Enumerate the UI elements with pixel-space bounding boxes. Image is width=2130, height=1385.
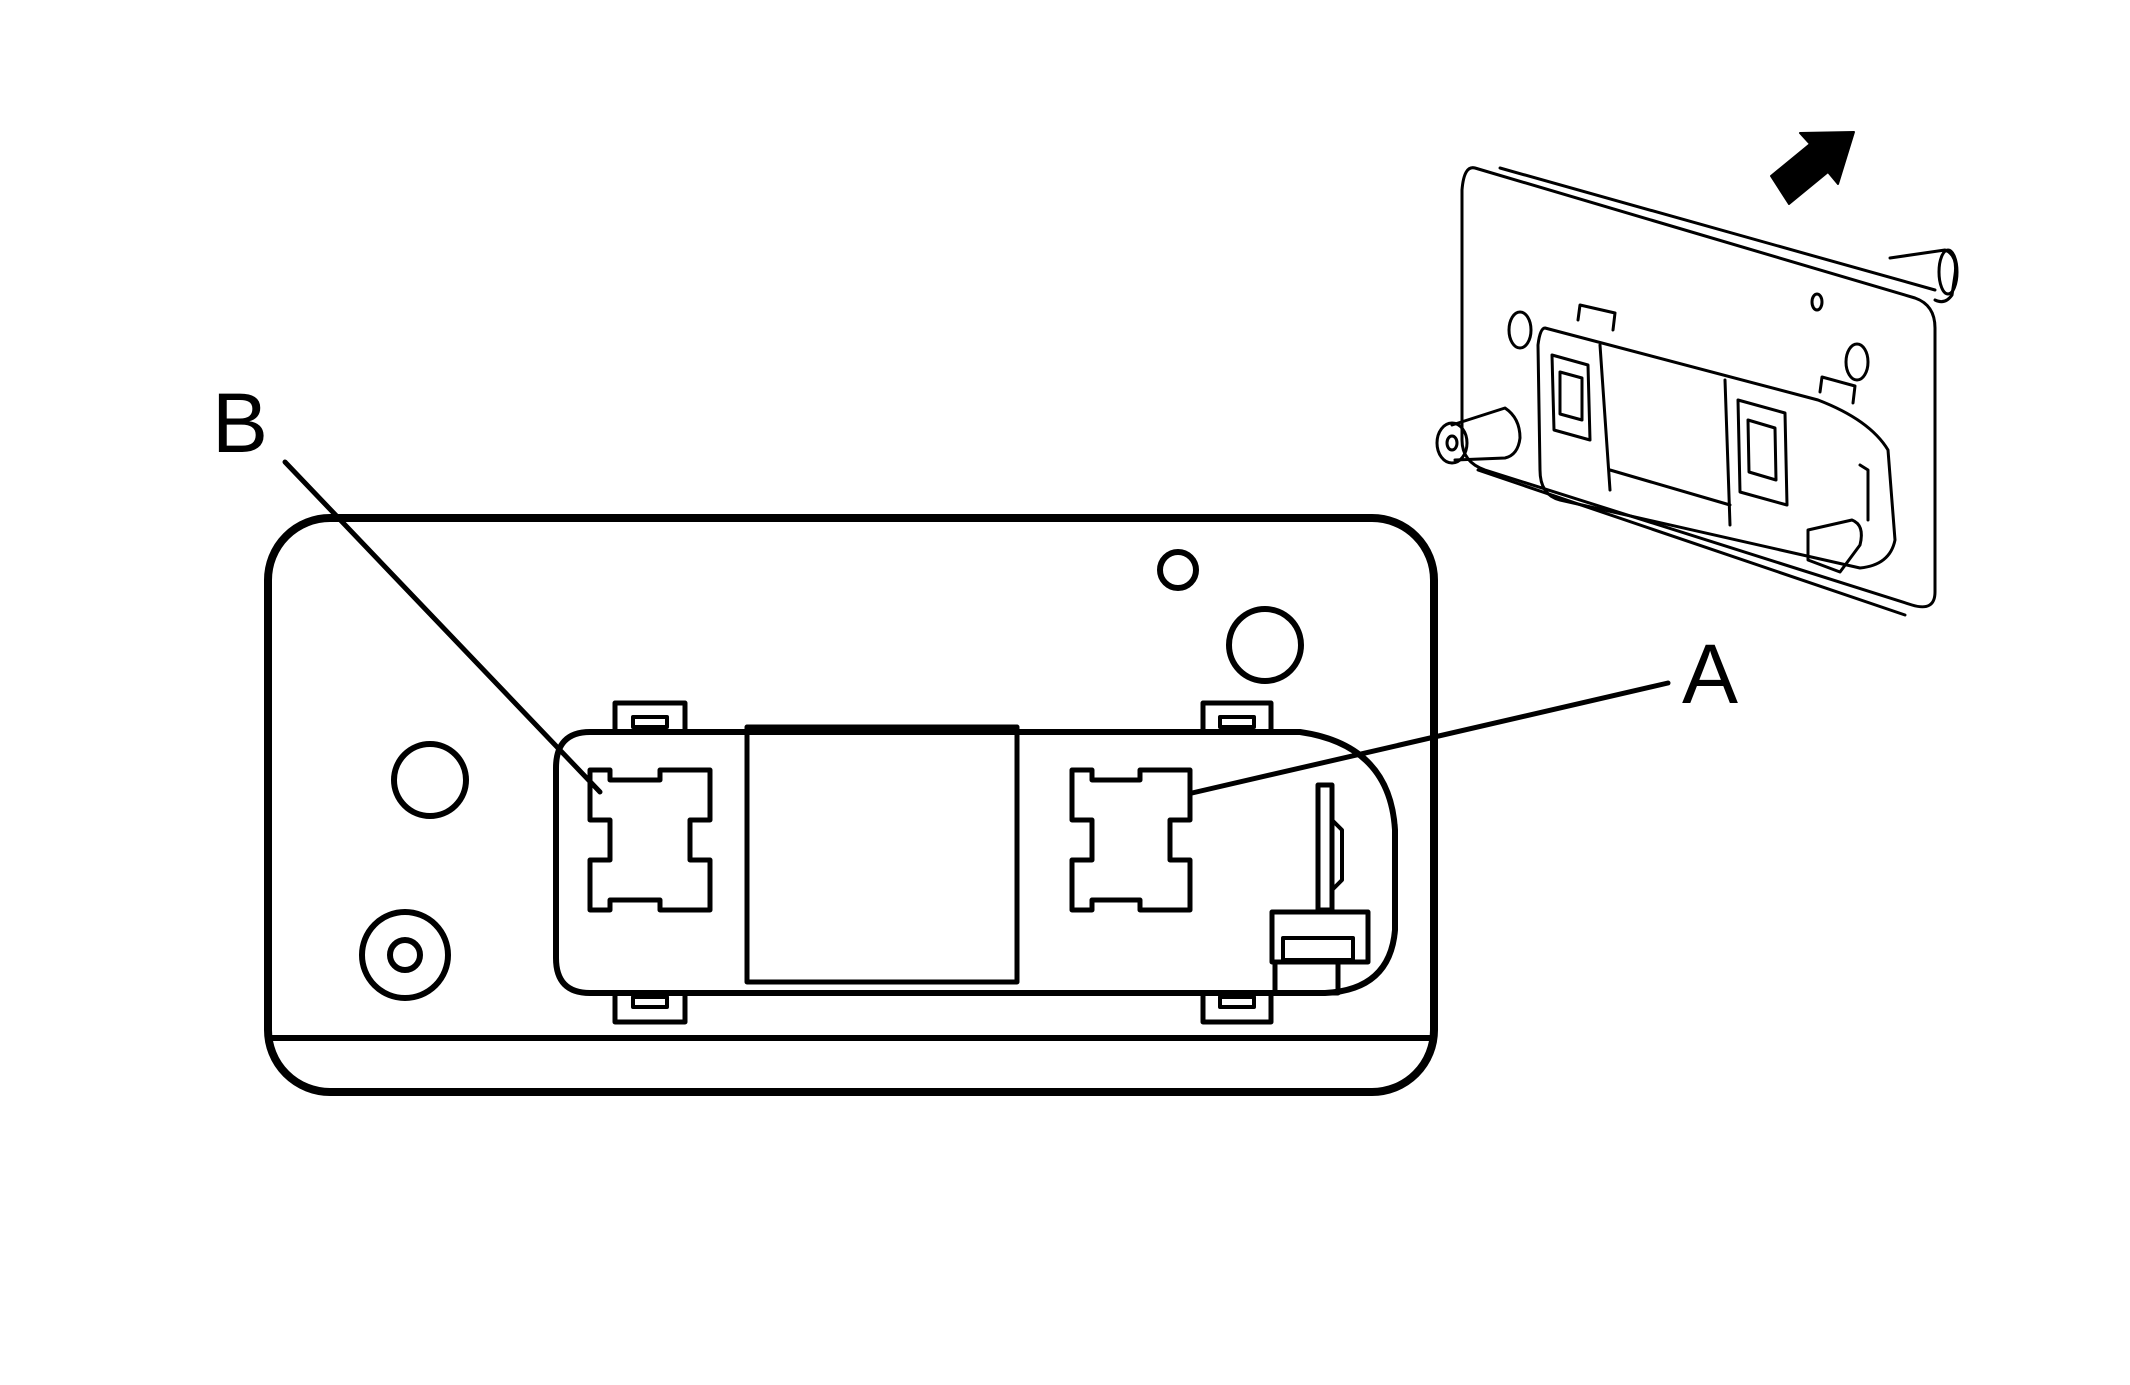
main-view: B A — [212, 376, 1738, 1096]
inset-view — [1435, 166, 1959, 617]
inset-front-stud — [1450, 406, 1522, 462]
inset-front-stud-end — [1435, 421, 1469, 465]
mounting-plate — [264, 514, 1438, 1096]
inset-hole-right — [1844, 342, 1870, 382]
direction-arrow-icon — [1770, 131, 1855, 205]
callout-b-leader — [282, 459, 603, 795]
inset-hole-small — [1810, 292, 1824, 312]
tab-bottom-right-slot — [1218, 995, 1256, 1009]
tab-top-right-slot — [1218, 715, 1256, 729]
mounting-hole-right — [1226, 606, 1304, 684]
stud-outer — [359, 909, 451, 1001]
tab-top-left — [612, 700, 688, 735]
inset-rear-post — [1888, 248, 1957, 304]
inset-front-stud-hole — [1445, 434, 1459, 452]
tab-top-left-slot — [631, 715, 669, 729]
inset-latch — [1806, 518, 1863, 574]
inset-housing-channel — [1598, 343, 1732, 527]
socket-b — [587, 767, 713, 913]
latch-bar — [1315, 782, 1335, 913]
inset-socket-a — [1736, 398, 1789, 507]
tab-top-right — [1200, 700, 1274, 735]
tab-bottom-right — [1200, 990, 1274, 1025]
small-hole — [1157, 549, 1199, 591]
callout-a-leader — [1189, 680, 1671, 796]
inset-tab-top-left — [1576, 303, 1617, 332]
inset-housing — [1536, 326, 1897, 570]
inset-hole-left — [1507, 310, 1533, 350]
inset-socket-b — [1550, 353, 1592, 442]
tab-bottom-left-slot — [631, 995, 669, 1009]
inset-rear-post-end — [1937, 248, 1959, 296]
inset-tab-top-right — [1818, 375, 1857, 405]
callout-a-label: A — [1682, 627, 1738, 721]
latch-clip — [1330, 818, 1344, 892]
latch-base — [1272, 959, 1341, 996]
stud-inner — [387, 937, 423, 973]
mounting-hole-left — [391, 741, 469, 819]
socket-a — [1069, 767, 1193, 913]
callout-b-label: B — [212, 376, 268, 470]
latch-button-face — [1281, 936, 1355, 962]
tab-bottom-left — [612, 990, 688, 1025]
bulb-housing — [553, 729, 1398, 996]
inset-latch-bar — [1858, 463, 1870, 522]
inset-plate — [1460, 166, 1937, 609]
lens-window — [744, 724, 1020, 985]
